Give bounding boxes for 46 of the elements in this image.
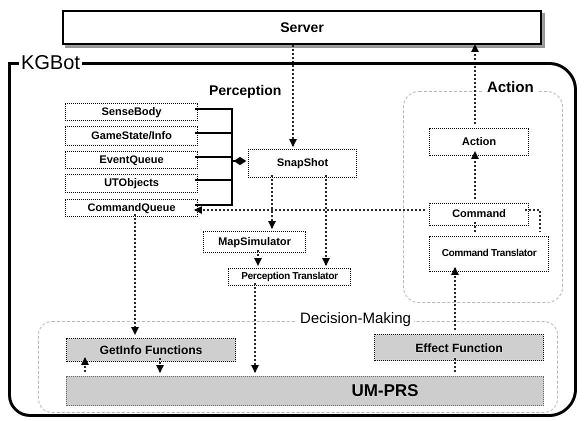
node-label: MapSimulator: [218, 234, 291, 250]
engine-bar: [66, 376, 544, 406]
node-label: SenseBody: [102, 104, 162, 120]
arrow: [471, 151, 479, 199]
arrow: [268, 175, 276, 229]
arrow: [289, 45, 297, 147]
process-box: [429, 203, 529, 226]
node-label: Perception Translator: [241, 270, 338, 284]
node-label: Action: [462, 134, 496, 150]
process-box: [65, 103, 198, 121]
node-label: Command: [452, 207, 506, 222]
node-label: UTObjects: [104, 176, 159, 192]
connector-line: [195, 157, 246, 206]
node-label: EventQueue: [99, 152, 164, 168]
process-box: [429, 236, 549, 272]
server-box: [62, 10, 542, 45]
node-label: Server: [280, 18, 324, 37]
arrow: [251, 283, 259, 373]
arrow: [131, 214, 139, 335]
process-box: [65, 199, 198, 217]
process-box: [65, 126, 198, 146]
process-box: [248, 149, 357, 178]
arrow: [254, 250, 262, 266]
node-label: SnapShot: [276, 156, 328, 172]
arrow: [451, 267, 459, 330]
arrow: [525, 209, 541, 232]
arrow: [194, 206, 425, 214]
node-label: GetInfo Functions: [100, 342, 202, 359]
process-box: [203, 231, 306, 253]
node-label: GameState/Info: [91, 128, 172, 144]
function-box: [374, 334, 544, 361]
region-heading: Action: [484, 80, 537, 95]
node-label: Effect Function: [415, 340, 503, 356]
process-box: [429, 128, 529, 156]
process-box: [65, 151, 198, 169]
process-box: [65, 174, 198, 193]
process-box: [228, 268, 351, 286]
arrow: [156, 358, 164, 373]
node-label: UM-PRS: [350, 380, 419, 402]
arrow: [81, 357, 89, 372]
arrow: [471, 44, 479, 124]
region-heading: Decision-Making: [297, 311, 414, 326]
arrow: [322, 175, 330, 266]
function-box: [66, 338, 236, 362]
node-label: Command Translator: [442, 248, 536, 260]
node-label: CommandQueue: [87, 200, 176, 216]
